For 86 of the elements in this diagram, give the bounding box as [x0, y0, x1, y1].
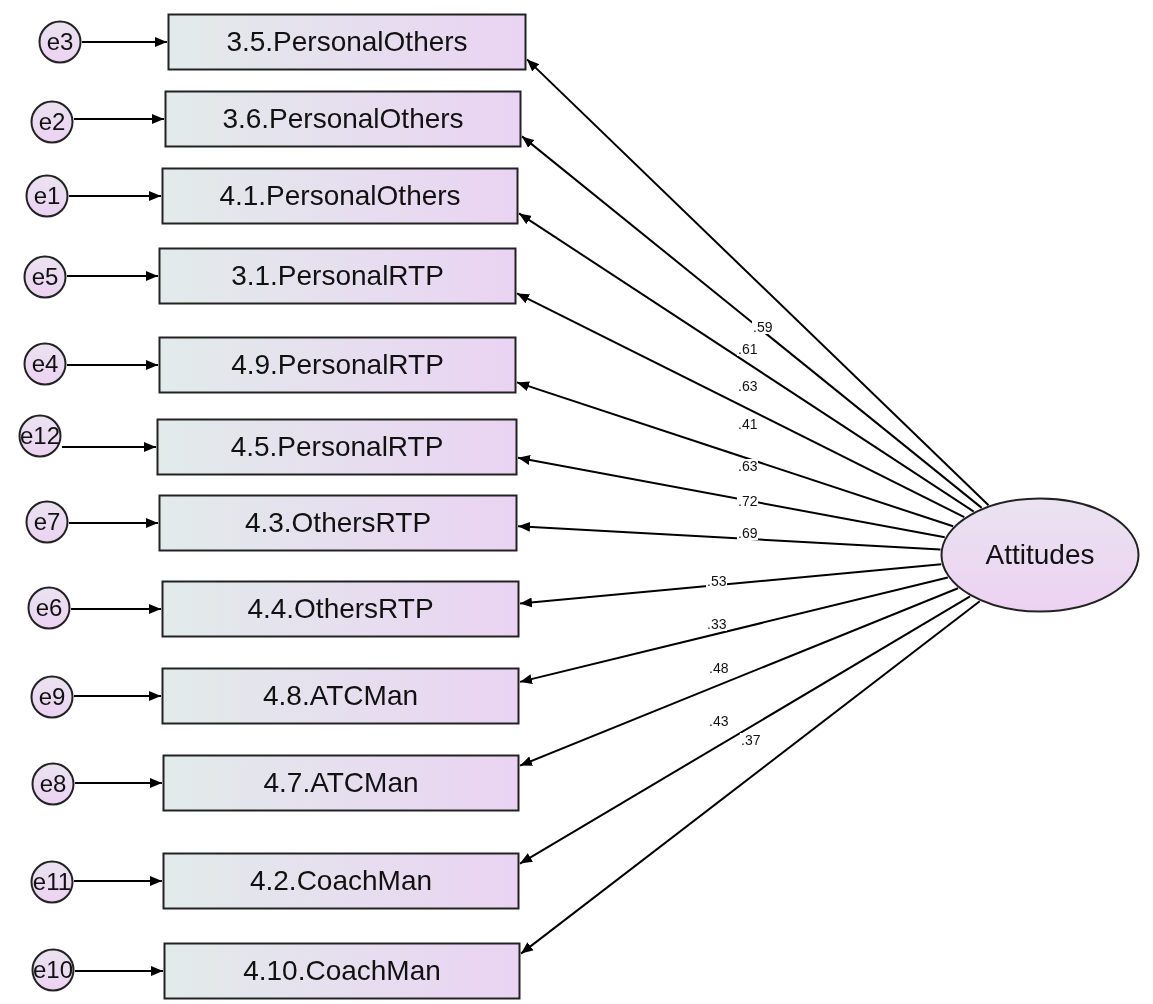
error-term-circle	[38, 20, 82, 64]
error-term-circle	[25, 500, 69, 544]
error-term-circle	[30, 860, 74, 904]
arrow	[61, 442, 157, 452]
error-label: e9	[38, 682, 66, 712]
error-term-circle	[31, 762, 75, 806]
error-term-circle	[23, 342, 67, 386]
arrow	[68, 518, 159, 528]
arrow	[516, 381, 955, 528]
observed-variable-box	[158, 336, 517, 394]
observed-variable-box	[162, 754, 520, 812]
arrow	[66, 360, 159, 370]
arrow	[74, 778, 163, 788]
arrow	[516, 292, 966, 519]
observed-variable-box	[161, 580, 520, 638]
arrow	[66, 271, 159, 281]
arrow	[81, 37, 168, 47]
arrow	[521, 135, 983, 509]
arrow	[519, 587, 959, 767]
arrow	[526, 58, 990, 507]
variable-label: 4.2.CoachMan	[249, 864, 433, 898]
edge-label: .72	[737, 493, 759, 508]
error-label: e8	[39, 769, 67, 799]
arrow	[519, 576, 949, 684]
latent-variable-ellipse	[940, 497, 1140, 613]
variable-label: 4.7.ATCMan	[263, 766, 419, 800]
arrow	[517, 455, 946, 539]
error-term-circle	[30, 675, 74, 719]
edge-label: .69	[737, 525, 759, 540]
error-label: e3	[46, 27, 74, 57]
variable-label: 4.10.CoachMan	[243, 954, 441, 988]
arrow	[517, 521, 942, 551]
edge-label: .33	[706, 616, 728, 631]
arrow	[519, 563, 943, 608]
edge-label: .63	[737, 458, 759, 473]
arrow	[74, 966, 164, 976]
latent-label: Attitudes	[985, 538, 1095, 572]
error-term-circle	[31, 948, 75, 992]
error-label: e1	[33, 181, 61, 211]
observed-variable-box	[161, 167, 519, 225]
error-term-circle	[18, 414, 62, 458]
arrow	[73, 114, 165, 124]
error-label: e10	[32, 955, 73, 985]
arrow	[73, 691, 162, 701]
error-term-circle	[27, 586, 71, 630]
error-term-circle	[25, 174, 69, 218]
variable-label: 3.1.PersonalRTP	[231, 259, 444, 293]
edge-label: .61	[737, 341, 759, 356]
error-term-circle	[23, 255, 67, 299]
arrow	[520, 600, 981, 955]
arrow	[518, 212, 975, 513]
edge-label: .43	[708, 713, 730, 728]
arrow	[519, 595, 972, 865]
observed-variable-box	[158, 247, 517, 305]
observed-variable-box	[161, 667, 520, 725]
edge-label: .63	[737, 379, 759, 394]
error-label: e2	[38, 107, 66, 137]
variable-label: 4.5.PersonalRTP	[230, 430, 444, 464]
edge-label: .53	[706, 574, 728, 589]
observed-variable-box	[167, 13, 527, 71]
error-label: e5	[31, 262, 59, 292]
observed-variable-box	[162, 852, 520, 910]
variable-label: 4.9.PersonalRTP	[231, 348, 444, 382]
edge-label: .48	[708, 661, 730, 676]
observed-variable-box	[156, 418, 518, 476]
variable-label: 4.3.OthersRTP	[244, 506, 432, 540]
arrow	[73, 876, 163, 886]
variable-label: 3.6.PersonalOthers	[222, 102, 464, 136]
error-label: e11	[32, 867, 72, 897]
error-label: e6	[35, 593, 63, 623]
variable-label: 4.1.PersonalOthers	[219, 179, 461, 213]
edge-label: .41	[737, 417, 759, 432]
arrow	[68, 191, 162, 201]
arrow	[70, 604, 162, 614]
error-label: e12	[19, 421, 60, 451]
observed-variable-box	[163, 942, 521, 1000]
error-label: e7	[33, 507, 61, 537]
error-label: e4	[31, 349, 59, 379]
edge-label: .59	[752, 320, 774, 335]
variable-label: 4.4.OthersRTP	[247, 592, 434, 626]
observed-variable-box	[158, 494, 518, 552]
error-term-circle	[30, 100, 74, 144]
observed-variable-box	[164, 90, 522, 148]
variable-label: 4.8.ATCMan	[262, 679, 419, 713]
variable-label: 3.5.PersonalOthers	[226, 25, 468, 59]
edge-label: .37	[740, 732, 762, 747]
